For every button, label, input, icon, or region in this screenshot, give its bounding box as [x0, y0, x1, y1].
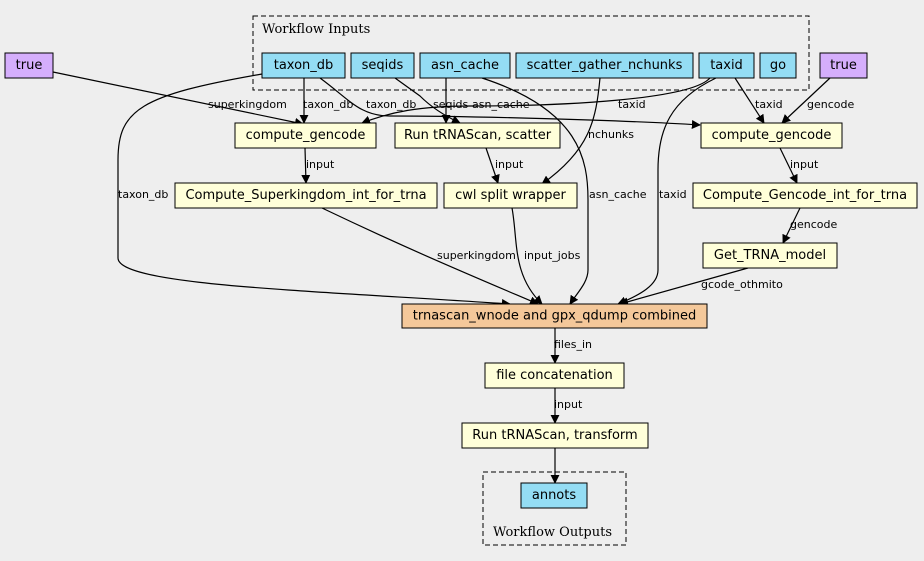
edge-compute-gencode-left-to-superkingdom-int: [301, 147, 311, 184]
edge-cwl-split-to-combined: [511, 207, 543, 305]
node-label: compute_gencode: [246, 128, 366, 143]
run-trnascan-transform-node: Run tRNAScan, transform: [461, 422, 649, 449]
edge-label-superkingdom: superkingdom: [208, 98, 287, 111]
taxid-node: taxid: [698, 52, 755, 79]
cwl-split-wrapper-node: cwl split wrapper: [443, 182, 578, 209]
workflow-inputs-cluster: Workflow Inputs: [252, 15, 810, 91]
edge-gencode-int-to-get-trna-model: [782, 207, 801, 244]
true-left-node: true: [4, 52, 54, 79]
edge-label-asn-cache: asn_cache: [472, 98, 530, 111]
node-label: Run tRNAScan, transform: [472, 428, 637, 443]
edge-get-trna-model-to-combined: [619, 267, 749, 307]
node-label: go: [770, 58, 786, 73]
edge-taxid-to-compute-gencode-left: [361, 77, 711, 125]
node-label: Get_TRNA_model: [714, 248, 826, 263]
edge-taxid-to-combined: [617, 77, 717, 306]
workflow-outputs-title: Workflow Outputs: [493, 525, 612, 540]
seqids-node: seqids: [350, 52, 415, 79]
edge-superkingdom-int-to-combined: [321, 207, 539, 305]
edge-label-files-in: files_in: [554, 338, 592, 351]
compute-gencode-left-node: compute_gencode: [234, 122, 377, 149]
compute-gencode-right-node: compute_gencode: [700, 122, 843, 149]
edge-label-input-jobs: input_jobs: [524, 249, 581, 262]
node-label: trnascan_wnode and gpx_qdump combined: [413, 309, 696, 324]
edge-label-taxid: taxid: [618, 98, 646, 111]
node-label: annots: [532, 488, 576, 503]
edges: [52, 71, 831, 484]
node-label: asn_cache: [431, 58, 499, 73]
edge-true-to-compute-gencode-right: [781, 77, 831, 124]
node-label: file concatenation: [496, 368, 613, 383]
node-label: compute_gencode: [712, 128, 832, 143]
node-label: taxid: [710, 58, 743, 73]
edge-label-input: input: [790, 158, 819, 171]
edge-label-gencode: gencode: [790, 218, 837, 231]
compute-superkingdom-int-node: Compute_Superkingdom_int_for_trna: [174, 182, 438, 209]
asn-cache-node: asn_cache: [419, 52, 511, 79]
edge-taxon-db-to-compute-gencode-right: [319, 77, 701, 129]
edge-taxid-to-compute-gencode-right: [734, 77, 765, 124]
edge-label-nchunks: nchunks: [588, 128, 634, 141]
get-trna-model-node: Get_TRNA_model: [702, 242, 838, 269]
nodes: true taxon_db seqids asn_cache scatter_g…: [4, 52, 918, 509]
node-label: Run tRNAScan, scatter: [404, 128, 552, 143]
node-label: Compute_Superkingdom_int_for_trna: [185, 188, 426, 203]
edge-seqids-to-run-trnascan-scatter: [394, 77, 461, 124]
run-trnascan-scatter-node: Run tRNAScan, scatter: [394, 122, 561, 149]
edge-compute-gencode-right-to-gencode-int: [779, 147, 798, 184]
edge-run-trnascan-scatter-to-cwl-split: [485, 147, 500, 184]
edge-label-input: input: [495, 158, 524, 171]
true-right-node: true: [819, 52, 868, 79]
node-label: true: [830, 58, 857, 73]
node-label: seqids: [362, 58, 404, 73]
scatter-gather-nchunks-node: scatter_gather_nchunks: [515, 52, 694, 79]
taxon-db-node: taxon_db: [261, 52, 346, 79]
edge-label-taxon-db: taxon_db: [303, 98, 353, 111]
edge-label-input: input: [554, 398, 583, 411]
edge-label-taxon-db: taxon_db: [366, 98, 416, 111]
workflow-outputs-cluster: Workflow Outputs: [482, 471, 627, 546]
edge-label-gencode: gencode: [807, 98, 854, 111]
edge-true-to-compute-gencode-left: [52, 71, 304, 127]
edge-label-superkingdom: superkingdom: [437, 249, 516, 262]
go-node: go: [759, 52, 797, 79]
compute-gencode-int-node: Compute_Gencode_int_for_trna: [692, 182, 918, 209]
workflow-inputs-title: Workflow Inputs: [262, 22, 370, 37]
edge-label-input: input: [306, 158, 335, 171]
node-label: Compute_Gencode_int_for_trna: [703, 188, 907, 203]
edge-label-taxid: taxid: [755, 98, 783, 111]
edge-labels: superkingdom taxon_db taxon_db seqids as…: [118, 98, 854, 411]
annots-node: annots: [520, 482, 588, 509]
edge-label-asn-cache: asn_cache: [589, 188, 647, 201]
node-label: true: [16, 58, 43, 73]
edge-taxon-db-to-combined: [117, 73, 511, 308]
edge-label-taxid: taxid: [659, 188, 687, 201]
edge-label-taxon-db: taxon_db: [118, 188, 168, 201]
node-label: cwl split wrapper: [455, 188, 566, 203]
edge-nchunks-to-cwl-split: [541, 77, 601, 185]
edge-label-seqids: seqids: [433, 98, 469, 111]
node-label: taxon_db: [274, 58, 334, 73]
trnascan-gpx-combined-node: trnascan_wnode and gpx_qdump combined: [401, 303, 708, 329]
edge-label-gcode-othmito: gcode_othmito: [701, 278, 783, 291]
node-label: scatter_gather_nchunks: [527, 58, 683, 73]
file-concatenation-node: file concatenation: [484, 362, 625, 389]
